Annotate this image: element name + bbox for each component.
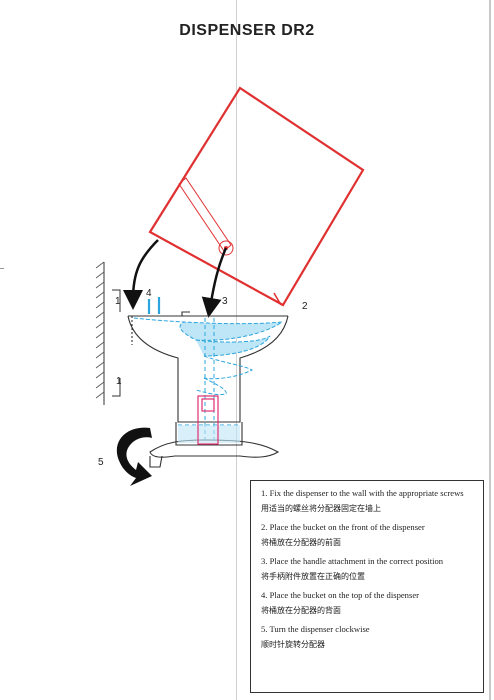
liquid-spiral [133, 317, 284, 443]
handle-attachment [197, 395, 219, 445]
instruction-en: Place the handle attachment in the corre… [269, 556, 444, 566]
curved-arrow [123, 239, 228, 318]
instruction-item: 4. Place the bucket on the top of the di… [261, 589, 477, 617]
instruction-en: Fix the dispenser to the wall with the a… [269, 488, 464, 498]
page-edge [489, 0, 491, 700]
label-5: 5 [98, 457, 104, 468]
instruction-item: 2. Place the bucket on the front of the … [261, 521, 477, 549]
instruction-item: 1. Fix the dispenser to the wall with th… [261, 487, 477, 515]
label-4: 4 [146, 288, 152, 299]
instruction-en: Place the bucket on the top of the dispe… [269, 590, 420, 600]
margin-mark [0, 268, 4, 269]
instruction-zh: 用适当的螺丝将分配器固定在墙上 [261, 504, 381, 513]
instruction-item: 3. Place the handle attachment in the co… [261, 555, 477, 583]
instruction-zh: 将桶放在分配器的背面 [261, 606, 341, 615]
page-title: DISPENSER DR2 [179, 22, 315, 39]
blue-pins [147, 297, 161, 314]
dispenser-body [127, 311, 289, 468]
instructions-list: 1. Fix the dispenser to the wall with th… [261, 487, 477, 651]
instruction-en: Turn the dispenser clockwise [269, 624, 370, 634]
label-3: 3 [222, 296, 228, 307]
wall-hatch [95, 261, 105, 405]
bucket-shape [148, 86, 365, 307]
instruction-zh: 将手柄附件放置在正确的位置 [261, 572, 365, 581]
label-2: 2 [302, 301, 308, 312]
instruction-zh: 顺时针旋转分配器 [261, 640, 325, 649]
instruction-zh: 将桶放在分配器的前面 [261, 538, 341, 547]
label-1-top: 1 [115, 296, 121, 307]
rotate-arrow [116, 427, 152, 486]
label-1-bottom: 1 [116, 376, 122, 387]
instruction-en: Place the bucket on the front of the dis… [269, 522, 425, 532]
instructions-box: 1. Fix the dispenser to the wall with th… [250, 480, 484, 693]
dimension-brackets [112, 289, 121, 397]
instruction-item: 5. Turn the dispenser clockwise 顺时针旋转分配器 [261, 623, 477, 651]
